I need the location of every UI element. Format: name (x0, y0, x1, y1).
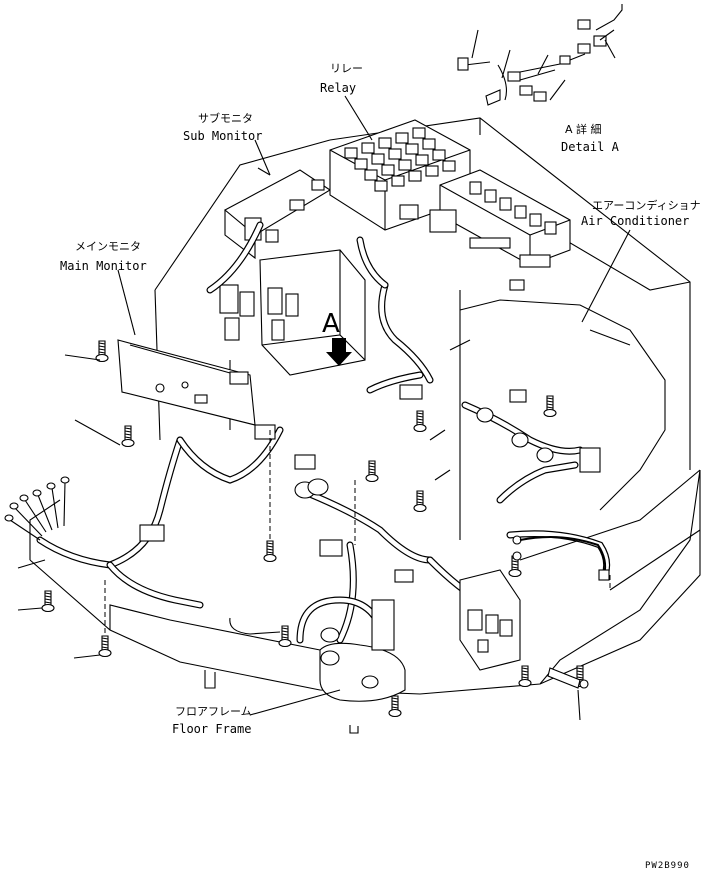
bolt-icon (41, 590, 55, 613)
right-fuse-block (459, 569, 521, 671)
aircon-relay-cell (544, 221, 557, 235)
floor-frame-label-jp: フロアフレーム (175, 705, 252, 718)
relay-cell (422, 138, 436, 150)
relay-label: Relay (320, 81, 356, 95)
relay-cell (432, 149, 446, 161)
relay-cell (364, 169, 378, 181)
relay-cell (374, 180, 388, 192)
relay-cell (388, 148, 402, 160)
relay-cell (398, 159, 412, 171)
relay-cell (354, 158, 368, 170)
ground-cable (512, 535, 610, 689)
view-marker: A (322, 309, 340, 339)
sub-monitor-label-jp: サブモニタ (198, 111, 253, 125)
bolt-icon (413, 490, 427, 513)
air-conditioner-label: Air Conditioner (581, 214, 689, 228)
relay-cell (425, 165, 439, 177)
relay-cell (344, 147, 358, 159)
detail-a-label-jp: A 詳 細 (565, 122, 602, 136)
left-connector-bundle (4, 476, 70, 541)
aircon-relay-cell (514, 205, 527, 219)
aircon-relay-cell (484, 189, 497, 203)
bolt-icon (95, 340, 109, 363)
relay-cell (442, 160, 456, 172)
view-a-arrow-icon (326, 338, 352, 366)
relay-cell (395, 132, 409, 144)
detail-a-label: Detail A (561, 140, 620, 154)
bolt-icon (263, 540, 277, 563)
bolt-icon (413, 410, 427, 433)
bolt-icon (543, 395, 557, 418)
floor-frame-label: Floor Frame (172, 722, 251, 736)
sub-monitor-label: Sub Monitor (183, 129, 262, 143)
relay-cell (415, 154, 429, 166)
relay-cell (412, 127, 426, 139)
air-conditioner-label-jp: エアーコンディショナ (592, 198, 701, 212)
reference-lines (104, 430, 611, 650)
relay-cell (381, 164, 395, 176)
relay-cell (405, 143, 419, 155)
bolt-icon (121, 425, 135, 448)
main-monitor-plate (117, 339, 256, 426)
main-monitor-label: Main Monitor (60, 259, 147, 273)
sub-monitor (224, 169, 332, 260)
relay-cell (371, 153, 385, 165)
detail-a-inset (457, 4, 623, 106)
bolt-icon (388, 695, 402, 718)
relay-label-jp: リレー (330, 62, 363, 75)
leader-lines (17, 95, 631, 721)
bolt-icon (278, 625, 292, 648)
main-monitor-label-jp: メインモニタ (75, 240, 141, 253)
relay-cell (378, 137, 392, 149)
relay-cell (391, 175, 405, 187)
harness-clamps (139, 204, 601, 583)
aircon-relay-strip (439, 169, 571, 266)
bolt-icon (518, 665, 532, 688)
aircon-relay-cell (529, 213, 542, 227)
bolt-icon (98, 635, 112, 658)
drawing-code: PW2B990 (645, 861, 690, 871)
relay-cells (344, 127, 456, 192)
aircon-relay-cell (469, 181, 482, 195)
aircon-relay-cell (499, 197, 512, 211)
relay-cell (408, 170, 422, 182)
floor-frame-outline (29, 469, 701, 734)
center-bottom-block (319, 599, 406, 702)
relay-cell (361, 142, 375, 154)
bolt-icon (365, 460, 379, 483)
aircon-relay-cells (469, 181, 557, 235)
